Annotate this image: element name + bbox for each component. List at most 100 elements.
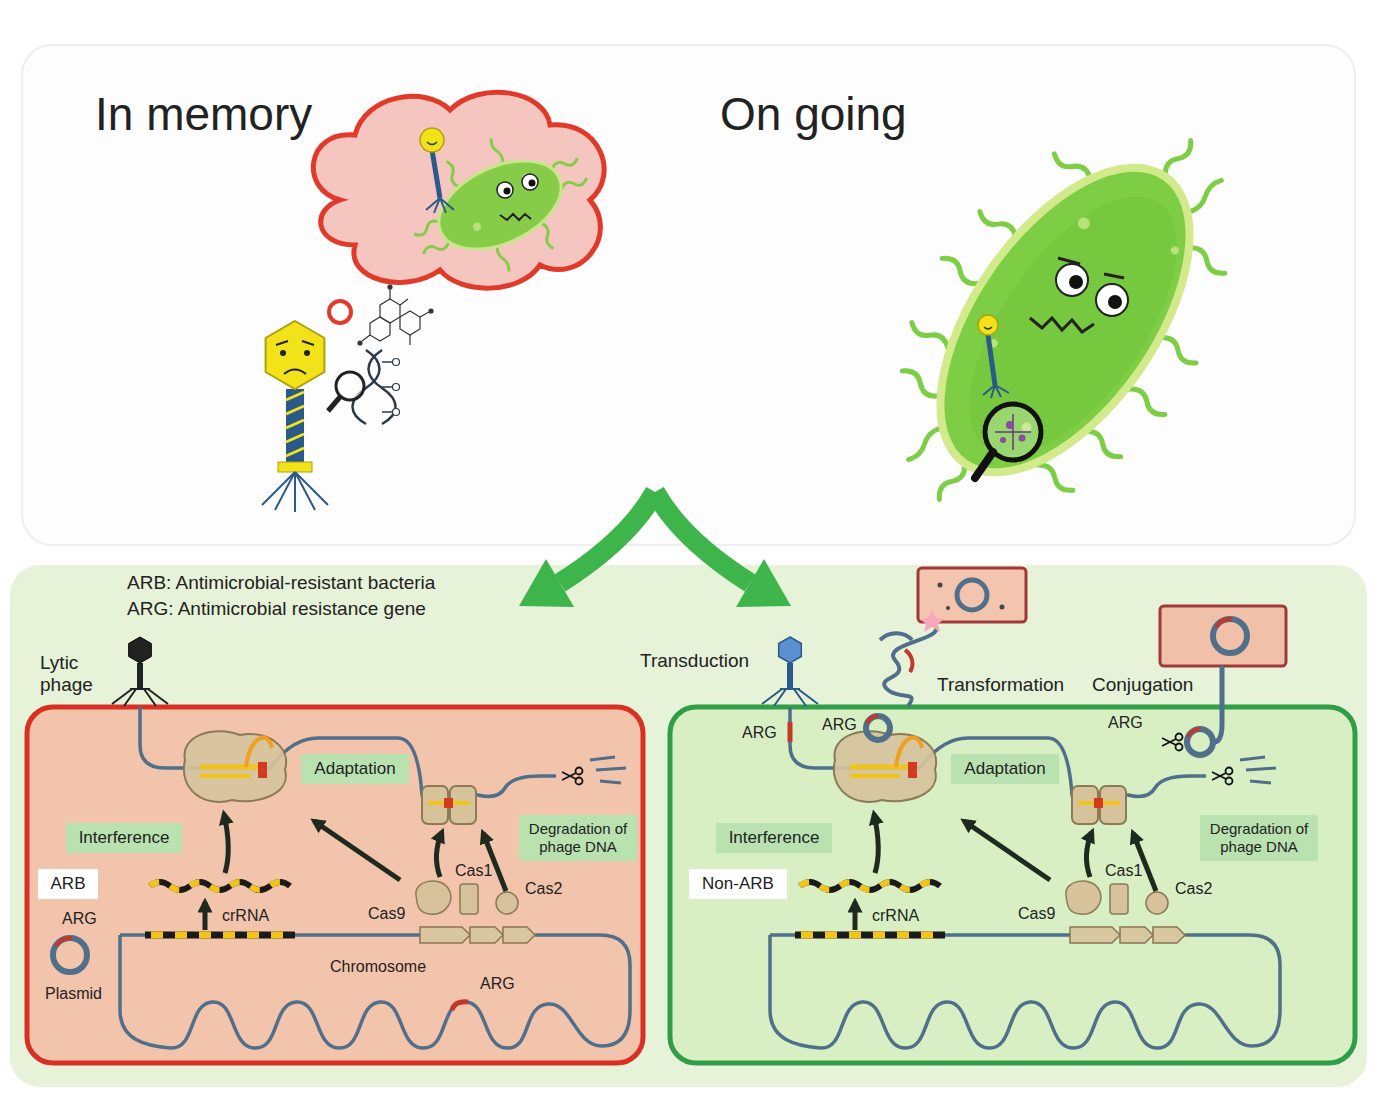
molecule-icons: [329, 301, 351, 323]
part-label: Cas1: [455, 862, 492, 880]
molecule-icons: [328, 285, 433, 424]
box-label: Adaptation: [314, 759, 395, 779]
cas1-protein: [460, 884, 478, 914]
split-arrow: [736, 559, 791, 607]
conjugation-pilus: [1187, 729, 1213, 755]
sad-phage: [280, 350, 286, 356]
sad-phage: [286, 392, 304, 456]
molecule-icons: [393, 409, 400, 416]
angry-bacterium: [1000, 437, 1006, 443]
plasmid: [53, 938, 87, 972]
plasmid: [53, 938, 87, 972]
molecule-icons: [393, 359, 400, 366]
angry-bacterium: [1069, 275, 1083, 289]
box-label: Interference: [729, 828, 820, 848]
process-box: Interference: [716, 823, 833, 853]
cas9-complex: [246, 738, 272, 767]
cas9-complex: [200, 774, 250, 778]
sad-phage: [262, 472, 328, 512]
molecule-icons: [362, 289, 429, 345]
part-label: Plasmid: [45, 985, 102, 1003]
transformation-dna: [880, 633, 912, 640]
chromosome-dna: [120, 935, 630, 1048]
angry-bacterium: [1056, 264, 1088, 296]
scissors-symbol: [562, 768, 583, 785]
molecule-icons: [382, 362, 392, 412]
transduction-phage: [762, 689, 818, 706]
box-label: Interference: [79, 828, 170, 848]
arb-cell: [27, 707, 643, 1063]
part-label: Transduction: [640, 650, 749, 672]
part-label: ARG: [62, 910, 97, 928]
cas9-complex: [258, 762, 267, 778]
angry-bacterium: [1006, 421, 1014, 429]
part-label: ARB: Antimicrobial-resistant bacteria: [127, 572, 435, 594]
thought-cloud: [313, 92, 604, 288]
angry-bacterium: [1030, 318, 1094, 332]
small-phage: [420, 128, 454, 213]
cell-type-box: ARB: [38, 869, 99, 899]
small-bacterium-face: [504, 188, 511, 195]
cas9-protein: [416, 881, 451, 914]
thought-cloud: [313, 92, 608, 301]
crispr-machinery: [120, 707, 630, 1048]
angry-bacterium: [1075, 215, 1092, 232]
angry-bacterium: [983, 385, 1009, 398]
arg-gene: [788, 722, 793, 742]
plasmid: [866, 716, 890, 740]
angry-bacterium: [988, 335, 995, 385]
split-arrow: [560, 492, 655, 583]
part-label: ARG: [822, 716, 857, 734]
sad-phage: [284, 370, 306, 375]
conjugation-pilus: [1213, 619, 1247, 653]
pathway-arrow: [314, 821, 400, 880]
angry-bacterium: [995, 414, 1031, 450]
transduction-phage: [762, 637, 818, 706]
cell-type-box: Non-ARB: [689, 869, 787, 899]
box-label: ARB: [51, 874, 86, 894]
molecule-icons: [336, 372, 364, 400]
process-box: Interference: [66, 823, 183, 853]
small-bacterium: [425, 143, 575, 267]
lytic-phage: [112, 637, 168, 706]
cas-genes: [470, 927, 503, 943]
small-bacterium-face: [497, 174, 538, 220]
plasmid: [56, 938, 72, 946]
transformation-dna: [920, 610, 944, 632]
part-label: Cas2: [525, 880, 562, 898]
part-label: ARG: [480, 975, 515, 993]
transduction-phage: [787, 663, 793, 689]
process-box: Degradation of phage DNA: [519, 815, 637, 861]
lytic-phage: [112, 689, 168, 706]
split-arrow: [519, 559, 574, 607]
molecule-icons: [358, 341, 362, 345]
split-arrow: [519, 492, 791, 607]
part-label: crRNA: [872, 907, 919, 925]
angry-bacterium: [975, 452, 993, 478]
plasmid: [867, 716, 878, 723]
small-bacterium-face: [497, 182, 513, 198]
sad-phage: [304, 350, 310, 356]
small-bacterium-face: [522, 174, 538, 190]
part-label: Cas9: [368, 905, 405, 923]
part-label: Cas2: [1175, 880, 1212, 898]
part-label: Cas9: [1018, 905, 1055, 923]
sad-phage: [262, 321, 328, 512]
cas-genes: [503, 927, 535, 943]
transformation-dna: [957, 580, 987, 610]
transduction-phage: [779, 637, 802, 663]
angry-bacterium: [1169, 245, 1180, 256]
molecule-icons: [393, 384, 400, 391]
angry-bacterium: [978, 315, 998, 335]
lytic-phage: [129, 637, 152, 663]
angry-bacterium: [984, 327, 992, 329]
process-box: Adaptation: [951, 754, 1058, 784]
box-label: Non-ARB: [702, 874, 774, 894]
cas-genes: [420, 927, 535, 943]
conjugation-pilus: [1188, 729, 1200, 737]
small-phage: [432, 150, 440, 198]
arg-gene: [452, 1002, 468, 1010]
molecule-icons: [328, 397, 340, 411]
